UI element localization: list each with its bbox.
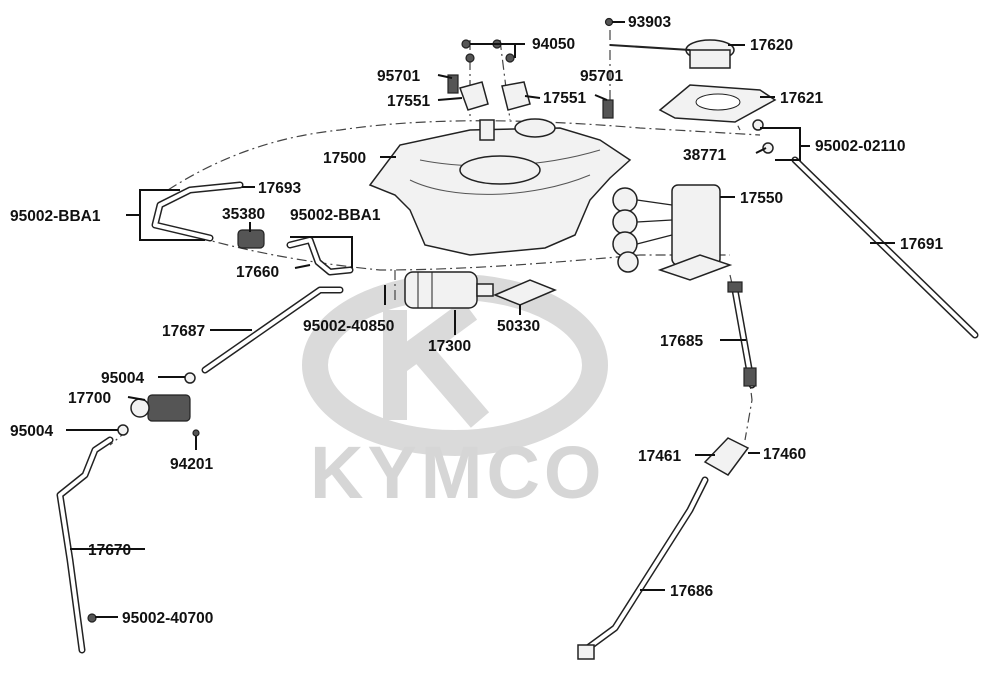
part-label-17620[interactable]: 17620 [750, 37, 793, 54]
guide-line-right [729, 274, 753, 441]
part-label-95002-40850[interactable]: 95002-40850 [303, 318, 394, 335]
check-valve-body [237, 229, 265, 249]
fuel-pump-assembly[interactable] [612, 184, 733, 281]
part-label-17685[interactable]: 17685 [660, 333, 703, 350]
leader-lines [66, 21, 895, 618]
watermark-k-mark [383, 300, 490, 428]
fuel-filter-17300[interactable] [404, 271, 494, 309]
bolt-right-icon [602, 99, 614, 119]
part-label-93903[interactable]: 93903 [628, 14, 671, 31]
float-disc-4 [617, 251, 639, 273]
fuel-pump-body [671, 184, 721, 266]
float-disc-1 [612, 187, 638, 213]
fuel-pump-base [657, 254, 733, 281]
filler-cap-tray[interactable] [658, 84, 777, 123]
part-label-17691[interactable]: 17691 [900, 236, 943, 253]
clamp-95004-lower[interactable] [117, 424, 129, 436]
nut-left-icon [461, 39, 471, 49]
guide-line-top [167, 120, 761, 191]
hose-end-bottom [743, 367, 757, 387]
fuel-hose-17686[interactable] [577, 476, 709, 660]
vacuum-valve-body [147, 394, 191, 422]
fuel-hose-17685[interactable] [727, 281, 757, 389]
part-label-17460[interactable]: 17460 [763, 446, 806, 463]
vacuum-valve-port [130, 398, 150, 418]
fuel-cap-body [689, 49, 731, 69]
fuel-tank-pump-opening [459, 155, 541, 185]
clip-95002-40700 [87, 613, 97, 623]
fuel-filter-body [404, 271, 478, 309]
part-label-17693[interactable]: 17693 [258, 180, 301, 197]
fuel-tank-body [368, 127, 632, 256]
clamp-95004-upper[interactable] [184, 372, 196, 384]
washer-right-icon [505, 53, 515, 63]
float-disc-2 [612, 209, 638, 235]
part-label-17686[interactable]: 17686 [670, 583, 713, 600]
pad-50330[interactable] [493, 279, 557, 306]
check-valve[interactable] [237, 229, 265, 249]
part-label-17660[interactable]: 17660 [236, 264, 279, 281]
part-label-95701-left[interactable]: 95701 [377, 68, 420, 85]
washer-left-icon [465, 53, 475, 63]
part-labels: 93903 94050 17620 95701 95701 17551 1755… [10, 14, 943, 627]
part-label-95002-40700[interactable]: 95002-40700 [122, 610, 213, 627]
vent-hose[interactable] [151, 181, 244, 242]
part-label-17300[interactable]: 17300 [428, 338, 471, 355]
part-label-17621[interactable]: 17621 [780, 90, 823, 107]
part-label-17550[interactable]: 17550 [740, 190, 783, 207]
part-label-94050[interactable]: 94050 [532, 36, 575, 53]
part-label-35380[interactable]: 35380 [222, 206, 265, 223]
bracket-right[interactable] [501, 81, 531, 111]
part-label-94201[interactable]: 94201 [170, 456, 213, 473]
part-label-17670[interactable]: 17670 [88, 542, 131, 559]
watermark-brand-text: KYMCO [310, 431, 605, 514]
part-label-38771[interactable]: 38771 [683, 147, 726, 164]
mounting-hardware [447, 17, 614, 119]
part-label-50330[interactable]: 50330 [497, 318, 540, 335]
connector-hose-17660[interactable] [286, 236, 354, 276]
part-label-95002-bba1-right[interactable]: 95002-BBA1 [290, 207, 381, 224]
filler-tray-hole [695, 93, 741, 111]
bolt-left-icon [447, 74, 459, 94]
part-label-95002-bba1-left[interactable]: 95002-BBA1 [10, 208, 101, 225]
part-label-17500[interactable]: 17500 [323, 150, 366, 167]
hose-end-top [727, 281, 743, 293]
fuel-hose-17687[interactable] [201, 286, 344, 374]
inline-filter-body [703, 437, 750, 476]
fuel-tank-filler-neck [514, 118, 556, 138]
joint-38771 [762, 142, 774, 154]
fuel-cap[interactable] [609, 39, 735, 69]
part-label-95004-lower[interactable]: 95004 [10, 423, 53, 440]
breather-hose[interactable] [752, 119, 979, 339]
part-label-17551-right[interactable]: 17551 [543, 90, 586, 107]
part-label-17461[interactable]: 17461 [638, 448, 681, 465]
fuel-cap-tether [609, 44, 691, 51]
part-label-95002-02110[interactable]: 95002-02110 [815, 138, 906, 155]
hose-connector-bottom [577, 644, 595, 660]
fuel-tank-vent-fitting [479, 119, 495, 141]
part-label-95004-upper[interactable]: 95004 [101, 370, 144, 387]
screw-94201-icon[interactable] [192, 429, 200, 437]
bracket-left[interactable] [459, 81, 489, 111]
fuel-filter-nozzle [476, 283, 494, 297]
fuel-tank[interactable] [368, 118, 632, 256]
float-arms [636, 199, 673, 245]
part-label-17700[interactable]: 17700 [68, 390, 111, 407]
inline-filter-17460[interactable] [703, 437, 750, 476]
part-label-17551-left[interactable]: 17551 [387, 93, 430, 110]
part-label-17687[interactable]: 17687 [162, 323, 205, 340]
part-label-95701-right[interactable]: 95701 [580, 68, 623, 85]
screw-93903-icon [604, 17, 614, 27]
